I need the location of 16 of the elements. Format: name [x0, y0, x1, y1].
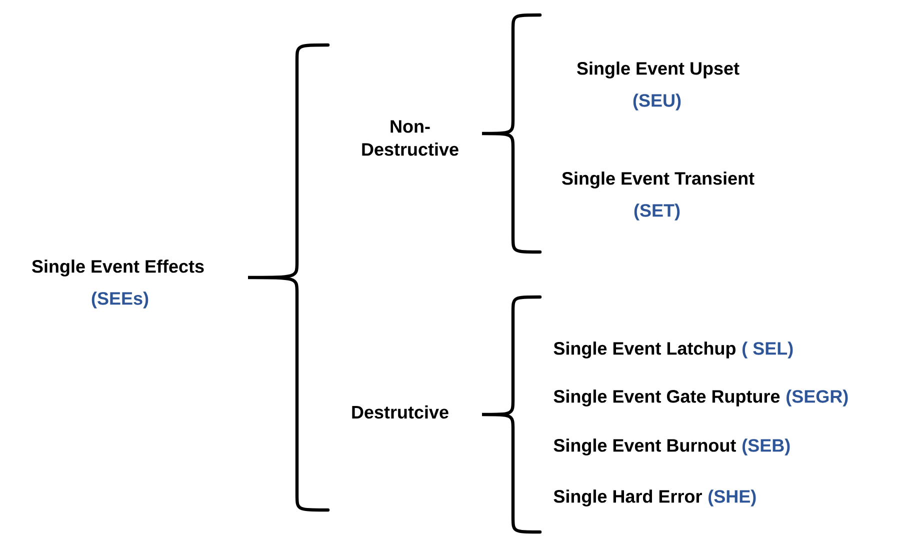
- label-text: Destrutcive: [352, 405, 448, 419]
- label-text: Single Event Burnout: [554, 438, 736, 456]
- abbreviation-text: ( SEL): [742, 342, 793, 358]
- abbreviation-text: (SHE): [708, 490, 756, 506]
- abbreviation-text: (SEGR): [786, 390, 848, 406]
- abbreviation-text: (SEEs): [92, 292, 148, 308]
- label-text: Single Event Transient: [562, 172, 754, 188]
- label-text: Non-Destructive: [362, 120, 458, 156]
- abbreviation-text: (SEU): [633, 94, 681, 110]
- label-text: Single Hard Error: [554, 490, 702, 506]
- label-text: Single Event Effects: [32, 260, 204, 276]
- abbreviation-text: (SEB): [742, 438, 790, 456]
- label-text: Single Event Upset: [577, 62, 740, 78]
- label-text: Single Event Latchup: [554, 342, 736, 358]
- label-text: Single Event Gate Rupture: [554, 390, 780, 406]
- abbreviation-text: (SET): [634, 204, 680, 220]
